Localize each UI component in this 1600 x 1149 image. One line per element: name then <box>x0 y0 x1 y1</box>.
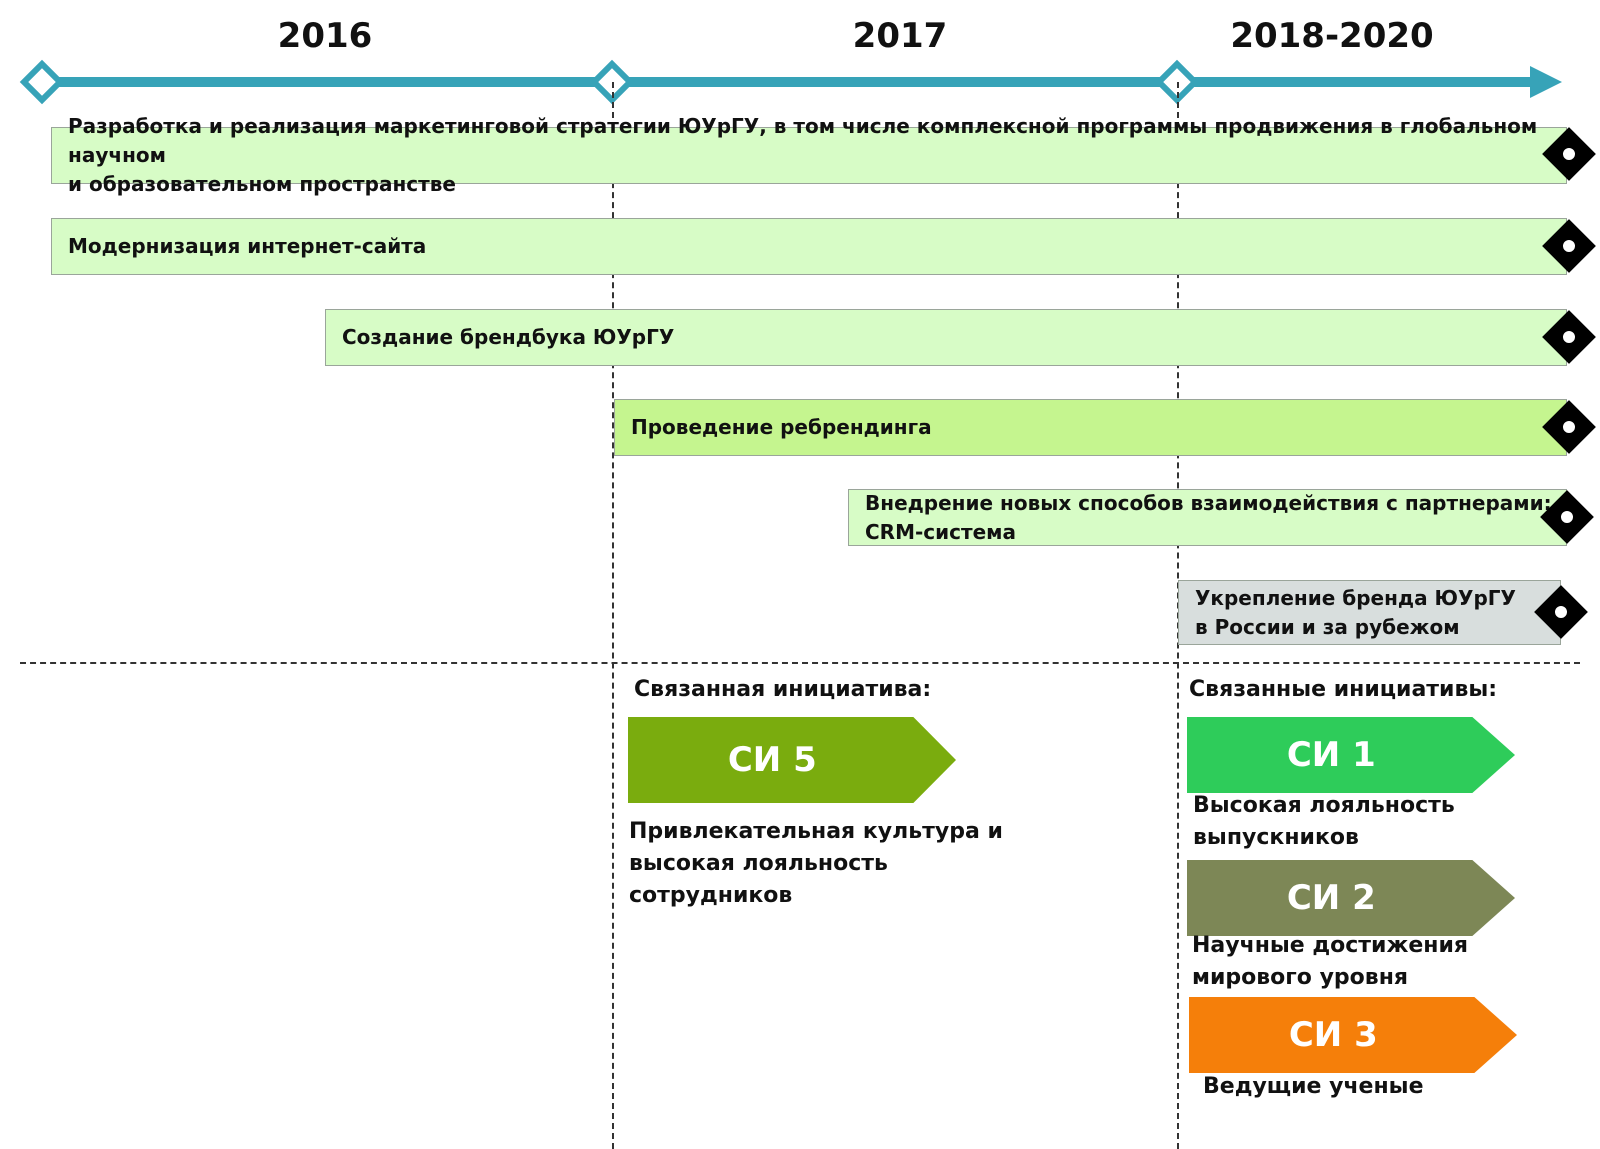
task-label: Внедрение новых способов взаимодействия … <box>865 490 1552 544</box>
initiative-code: СИ 5 <box>727 740 817 780</box>
initiative-code: СИ 2 <box>1286 878 1376 918</box>
task-bar-website: Модернизация интернет-сайта <box>51 218 1567 275</box>
timeline-milestone-2016 <box>19 59 65 105</box>
initiative-description-si2: Научные достижения мирового уровня <box>1192 933 1469 990</box>
related-initiatives-heading: Связанные инициативы: <box>1189 677 1498 702</box>
task-label: Укрепление бренда ЮУрГУ в России и за ру… <box>1195 585 1516 639</box>
initiative-description-si3: Ведущие ученые <box>1203 1074 1424 1099</box>
initiative-code: СИ 1 <box>1286 735 1376 775</box>
section-separator <box>20 662 1580 664</box>
initiative-chevron-si5: СИ 5 <box>628 717 956 803</box>
initiative-description-si5: Привлекательная культура и высокая лояль… <box>629 819 1003 908</box>
year-label-2018-2020: 2018-2020 <box>1230 16 1434 56</box>
task-label: Проведение ребрендинга <box>631 415 932 439</box>
task-bar-brandbook: Создание брендбука ЮУрГУ <box>325 309 1567 366</box>
task-bar-rebranding: Проведение ребрендинга <box>614 399 1567 456</box>
task-label: Модернизация интернет-сайта <box>68 234 427 258</box>
timeline-arrowhead <box>1530 66 1562 98</box>
timeline-axis-line <box>36 77 1536 87</box>
divider-2017 <box>612 82 614 1149</box>
task-label: Разработка и реализация маркетинговой ст… <box>68 114 1538 196</box>
initiative-chevron-si2: СИ 2 <box>1187 860 1515 936</box>
timeline-axis <box>19 59 1562 105</box>
initiative-code: СИ 3 <box>1288 1015 1378 1055</box>
task-bar-crm: Внедрение новых способов взаимодействия … <box>848 489 1567 546</box>
task-bar-brand-strengthening: Укрепление бренда ЮУрГУ в России и за ру… <box>1178 580 1561 645</box>
initiative-chevron-si3: СИ 3 <box>1189 997 1517 1073</box>
task-bar-marketing-strategy: Разработка и реализация маркетинговой ст… <box>51 114 1567 196</box>
year-label-2016: 2016 <box>277 16 373 56</box>
year-label-2017: 2017 <box>852 16 948 56</box>
initiative-chevron-si1: СИ 1 <box>1187 717 1515 793</box>
initiative-description-si1: Высокая лояльность выпускников <box>1193 793 1455 850</box>
task-label: Создание брендбука ЮУрГУ <box>342 325 675 349</box>
related-initiative-heading: Связанная инициатива: <box>634 677 932 702</box>
